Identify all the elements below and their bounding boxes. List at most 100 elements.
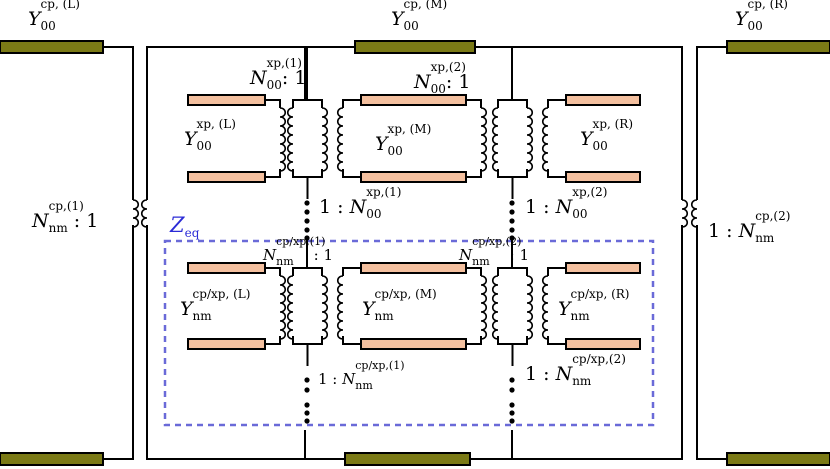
cpxp-section-wire-a1 (265, 267, 281, 276)
cpxp-section-prim-top-0 (292, 267, 323, 276)
xp-section-coil-2a (480, 107, 488, 172)
xp-section-line-top-0 (187, 94, 266, 106)
xp-section-wire-c2 (466, 169, 482, 178)
dot-1-0-3 (509, 227, 515, 233)
xp-section-line-top-1 (360, 94, 467, 106)
xp-section-coil-1b-right (321, 107, 329, 172)
zeq-box (163, 239, 655, 427)
cpxp-section-wire-a2 (265, 336, 281, 345)
cpxp-section-line-bottom-0 (187, 338, 266, 350)
xp-section-prim-bot-1 (497, 169, 528, 178)
cpxp-section-prim-bot-0 (292, 336, 323, 345)
cpxp-section-coil-2c (541, 275, 549, 340)
xp-section-wire-b2 (342, 169, 361, 178)
cpxp-section-coil-1c (336, 275, 344, 340)
dot-0-0-3 (304, 227, 310, 233)
cpxp-section-coil-1b-left (286, 275, 294, 340)
xp-section-wire-b1 (342, 99, 361, 108)
xp-section-coil-1b-left (286, 107, 294, 172)
dot-1-0-4 (509, 235, 515, 241)
cpxp-section-wire-d1 (547, 267, 566, 276)
dot-0-2-2 (304, 418, 310, 424)
dot-1-2-0 (509, 402, 515, 408)
cpxp-section-line-bottom-2 (565, 338, 641, 350)
cpxp-section-wire-b1 (342, 267, 361, 276)
dot-1-2-2 (509, 418, 515, 424)
outer-right-coil-a (681, 199, 689, 228)
xp-section-wire-c1 (466, 99, 482, 108)
dot-0-0-1 (304, 209, 310, 215)
cpxp-section-line-top-2 (565, 262, 641, 274)
xp-section-line-bottom-0 (187, 171, 266, 183)
cp-lines (0, 40, 830, 466)
dot-1-0-1 (509, 209, 515, 215)
cp-line-left-top (0, 40, 104, 54)
dot-0-0-2 (304, 218, 310, 224)
xp-section-line-bottom-2 (565, 171, 641, 183)
xp-section-wire-a2 (265, 169, 281, 178)
xp-section-coil-2b-right (526, 107, 534, 172)
inner-lines (187, 47, 641, 366)
cpxp-section-coil-2a (480, 275, 488, 340)
dot-0-1-0 (304, 377, 310, 383)
dot-1-1-1 (509, 387, 515, 393)
xp-section-line-bottom-1 (360, 171, 467, 183)
xp-section-wire-a1 (265, 99, 281, 108)
cp-line-right-top (726, 40, 830, 54)
continuation-dots (304, 200, 515, 424)
dot-1-0-2 (509, 218, 515, 224)
right-outer-top-wire (696, 46, 727, 200)
outer-left-coil-a (132, 199, 140, 228)
xp-section-prim-top-1 (497, 99, 528, 108)
cpxp-section-prim-bot-1 (497, 336, 528, 345)
transformer-coils (132, 107, 698, 340)
xp-section-coil-1a (279, 107, 287, 172)
cp-line-middle-bottom (344, 452, 471, 466)
middle-frame-bottom-wire-right (470, 225, 683, 460)
cpxp-section-coil-1a (279, 275, 287, 340)
dot-0-0-0 (304, 200, 310, 206)
outer-wires (103, 46, 727, 460)
cpxp-section-prim-top-1 (497, 267, 528, 276)
xp-section-coil-2b-left (491, 107, 499, 172)
xp-section-wire-d2 (547, 169, 566, 178)
cp-line-middle-top (354, 40, 476, 54)
middle-frame-top-wire-right (475, 46, 683, 200)
cpxp-section-line-top-1 (360, 262, 467, 274)
dot-0-1-1 (304, 387, 310, 393)
cp-line-right-bottom (726, 452, 830, 466)
cpxp-section-coil-2b-right (526, 275, 534, 340)
outer-right-coil-b (690, 199, 698, 228)
middle-frame-bottom-wire (146, 225, 345, 460)
cpxp-section-wire-c1 (466, 267, 482, 276)
xp-section-line-top-2 (565, 94, 641, 106)
label-z-eq: Zeq (170, 213, 200, 240)
cpxp-section-wire-d2 (547, 336, 566, 345)
dot-0-0-4 (304, 235, 310, 241)
cpxp-section-coil-2b-left (491, 275, 499, 340)
xp-section-wire-d1 (547, 99, 566, 108)
cp-line-left-bottom (0, 452, 104, 466)
xp-section-prim-top-0 (292, 99, 323, 108)
left-outer-top-wire (103, 46, 134, 200)
dot-1-2-1 (509, 410, 515, 416)
cpxp-section-wire-b2 (342, 336, 361, 345)
xp-section-prim-bot-0 (292, 169, 323, 178)
xp-section-coil-1c (336, 107, 344, 172)
dot-0-2-0 (304, 402, 310, 408)
